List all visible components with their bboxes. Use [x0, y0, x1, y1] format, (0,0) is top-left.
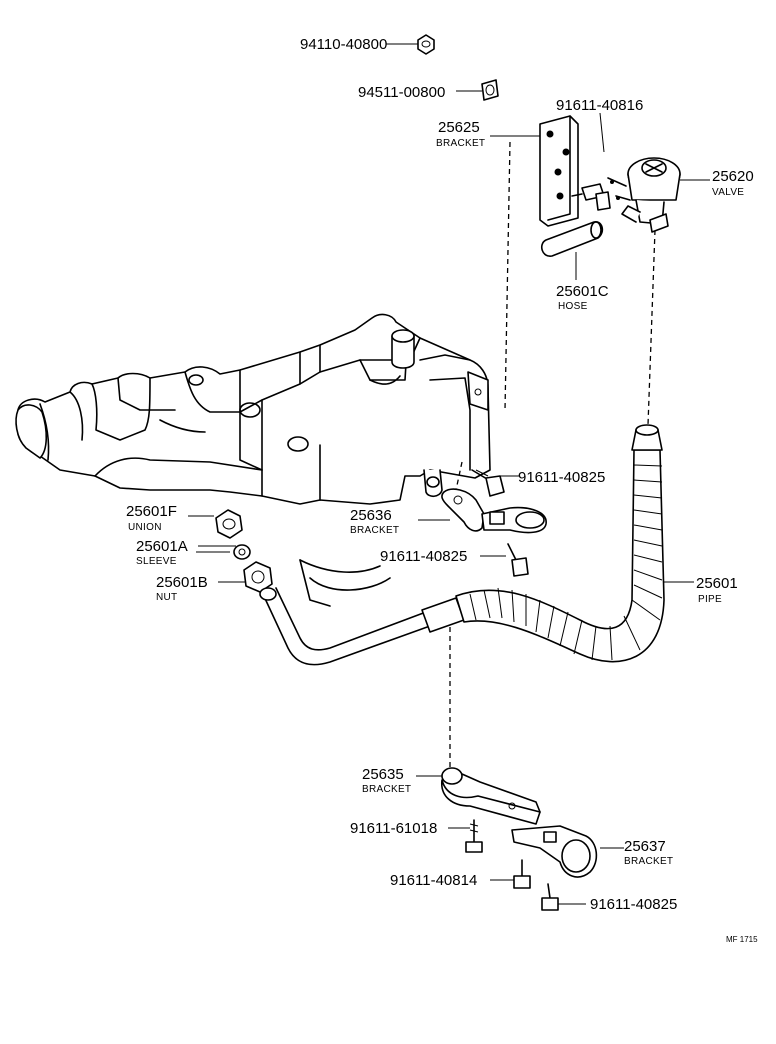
label-25601A-name: SLEEVE: [136, 556, 177, 567]
label-91611-40825-upper: 91611-40825: [518, 469, 605, 486]
label-25601F-name: UNION: [128, 522, 162, 533]
label-25601: 25601: [696, 575, 738, 592]
label-91611-61018: 91611-61018: [350, 820, 437, 837]
nut-25601B: [243, 561, 273, 593]
label-94110-40800: 94110-40800: [300, 36, 387, 53]
bolt-91611-40825-middle: [507, 543, 529, 577]
bolt-91611-40814: [513, 859, 531, 889]
label-25601C: 25601C: [556, 283, 609, 300]
bracket-25625: [539, 115, 579, 227]
label-25601-name: PIPE: [698, 594, 722, 605]
callout-leader-lines: [188, 43, 710, 905]
bolt-91611-40825-lower: [541, 883, 559, 911]
label-25601F: 25601F: [126, 503, 177, 520]
label-25635: 25635: [362, 766, 404, 783]
label-25601A: 25601A: [136, 538, 188, 555]
label-91611-40825-lower: 91611-40825: [590, 896, 677, 913]
label-25635-name: BRACKET: [362, 784, 411, 795]
sleeve-25601A: [233, 544, 251, 560]
label-25636: 25636: [350, 507, 392, 524]
bracket-25635: [441, 767, 541, 825]
hose-25601C: [540, 221, 604, 257]
label-25601B-name: NUT: [156, 592, 177, 603]
label-25620-name: VALVE: [712, 187, 744, 198]
label-25625-name: BRACKET: [436, 138, 485, 149]
label-25637-name: BRACKET: [624, 856, 673, 867]
label-94511-00800: 94511-00800: [358, 84, 445, 101]
egr-valve-25620: [607, 157, 681, 233]
intake-manifold: [15, 313, 491, 607]
label-91611-40825-middle: 91611-40825: [380, 548, 467, 565]
label-25620: 25620: [712, 168, 754, 185]
footer-code: MF 1715: [726, 935, 758, 944]
bolt-91611-40816: [571, 183, 611, 211]
label-25625: 25625: [438, 119, 480, 136]
label-25637: 25637: [624, 838, 666, 855]
label-25601C-name: HOSE: [558, 301, 588, 312]
union-25601F: [215, 509, 243, 539]
nut-94110-40800: [417, 34, 435, 55]
bolt-91611-61018: [465, 819, 483, 853]
bracket-25636: [441, 488, 547, 534]
washer-94511-00800: [481, 79, 499, 101]
label-25636-name: BRACKET: [350, 525, 399, 536]
label-91611-40814: 91611-40814: [390, 872, 477, 889]
bolt-91611-40825-upper: [471, 469, 505, 497]
callout-labels: 94110-40800 94511-00800 91611-40816 2562…: [126, 36, 758, 944]
bracket-25637: [511, 825, 598, 878]
label-91611-40816: 91611-40816: [556, 97, 643, 114]
egr-pipe-25601: [259, 424, 665, 666]
label-25601B: 25601B: [156, 574, 208, 591]
